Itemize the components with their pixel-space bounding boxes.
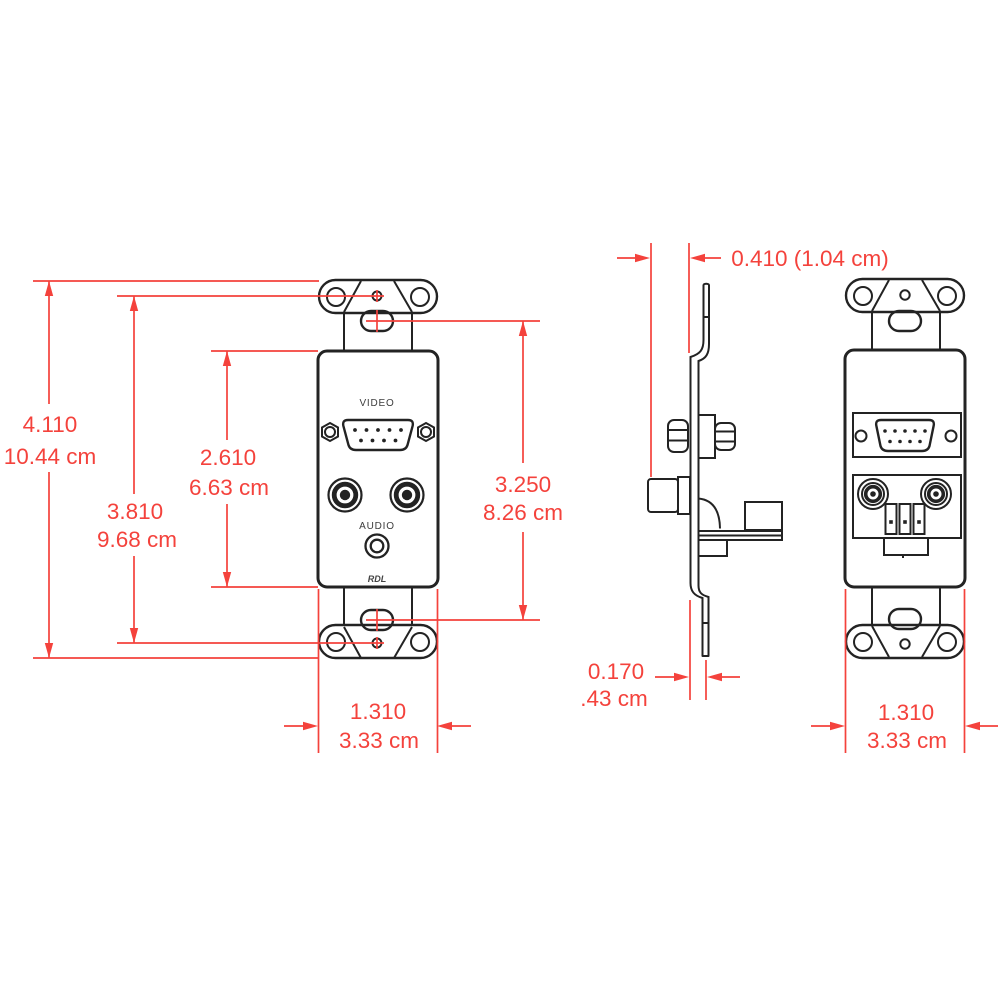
jackscrew-hole bbox=[944, 429, 958, 443]
rca-jack-left bbox=[327, 477, 363, 513]
jackscrew-hole bbox=[854, 429, 868, 443]
front-plate-body bbox=[316, 349, 440, 589]
svg-text:8.26 cm: 8.26 cm bbox=[483, 500, 563, 525]
dim-hole-span: 3.810 9.68 cm bbox=[97, 296, 177, 643]
dim-offset-depth: 0.410 (1.04 cm) bbox=[617, 243, 889, 477]
screw-hole bbox=[853, 632, 873, 652]
svg-text:3.810: 3.810 bbox=[107, 499, 163, 524]
dim-slot-span: 3.250 8.26 cm bbox=[483, 321, 563, 620]
side-view bbox=[647, 282, 783, 657]
center-hole bbox=[899, 289, 911, 301]
screw-hole bbox=[410, 632, 430, 652]
svg-text:4.110: 4.110 bbox=[23, 412, 78, 437]
terminal-block bbox=[884, 503, 926, 535]
side-dimensions: 0.410 (1.04 cm) 0.170 .43 cm bbox=[580, 243, 889, 711]
audio-label: AUDIO bbox=[359, 521, 395, 532]
db9-connector-rear bbox=[852, 412, 962, 458]
rca-rear-left bbox=[857, 478, 889, 510]
jackscrew-nut-right bbox=[417, 421, 435, 443]
svg-text:3.250: 3.250 bbox=[495, 472, 551, 497]
svg-text:1.310: 1.310 bbox=[350, 699, 406, 724]
screw-hole bbox=[937, 632, 957, 652]
screw-hole bbox=[853, 286, 873, 306]
side-rca-jack bbox=[647, 476, 691, 515]
dim-total-height: 4.110 10.44 cm bbox=[4, 281, 97, 658]
dim-plate-thickness: 0.170 .43 cm bbox=[580, 600, 740, 711]
dim-rear-width: 1.310 3.33 cm bbox=[811, 589, 998, 753]
side-rear-bracket bbox=[697, 497, 783, 557]
svg-text:3.33 cm: 3.33 cm bbox=[867, 728, 947, 753]
svg-text:2.610: 2.610 bbox=[200, 445, 256, 470]
front-top-mounting-tab bbox=[317, 278, 439, 351]
svg-text:6.63 cm: 6.63 cm bbox=[189, 475, 269, 500]
dim-insert-height: 2.610 6.63 cm bbox=[189, 351, 269, 587]
mini-jack bbox=[364, 533, 390, 559]
dim-front-width: 1.310 3.33 cm bbox=[284, 699, 471, 753]
brand-logo: RDL bbox=[368, 574, 387, 584]
rear-plate-body bbox=[843, 348, 967, 589]
front-bottom-mounting-tab bbox=[317, 587, 439, 660]
side-jackscrew bbox=[667, 414, 736, 459]
rear-audio-panel bbox=[852, 474, 962, 558]
svg-text:.43 cm: .43 cm bbox=[580, 686, 648, 711]
screw-hole bbox=[410, 287, 430, 307]
rear-top-mounting-tab bbox=[844, 277, 966, 350]
svg-text:0.410 (1.04 cm): 0.410 (1.04 cm) bbox=[731, 246, 889, 271]
mounting-slot bbox=[887, 309, 923, 333]
svg-text:3.33 cm: 3.33 cm bbox=[339, 728, 419, 753]
rca-jack-right bbox=[389, 477, 425, 513]
mounting-slot bbox=[887, 607, 923, 631]
front-dimensions: 4.110 10.44 cm 3.810 9.68 cm 2.610 6.63 … bbox=[4, 280, 563, 753]
svg-text:10.44 cm: 10.44 cm bbox=[4, 444, 97, 469]
rear-view bbox=[843, 277, 967, 660]
terminal-tab bbox=[883, 538, 929, 556]
svg-text:1.310: 1.310 bbox=[878, 700, 934, 725]
center-hole bbox=[899, 638, 911, 650]
svg-text:9.68 cm: 9.68 cm bbox=[97, 527, 177, 552]
video-label: VIDEO bbox=[359, 398, 394, 409]
jackscrew-nut-left bbox=[321, 421, 339, 443]
screw-hole bbox=[937, 286, 957, 306]
rca-rear-right bbox=[920, 478, 952, 510]
front-view: VIDEO AUDIO bbox=[316, 278, 440, 660]
side-strap-profile bbox=[689, 282, 710, 657]
rear-dimensions: 1.310 3.33 cm bbox=[811, 589, 998, 753]
svg-text:0.170: 0.170 bbox=[588, 659, 644, 684]
rear-bottom-mounting-tab bbox=[844, 587, 966, 660]
screw-hole bbox=[326, 632, 346, 652]
screw-hole bbox=[326, 287, 346, 307]
db9-connector-front bbox=[341, 418, 415, 452]
